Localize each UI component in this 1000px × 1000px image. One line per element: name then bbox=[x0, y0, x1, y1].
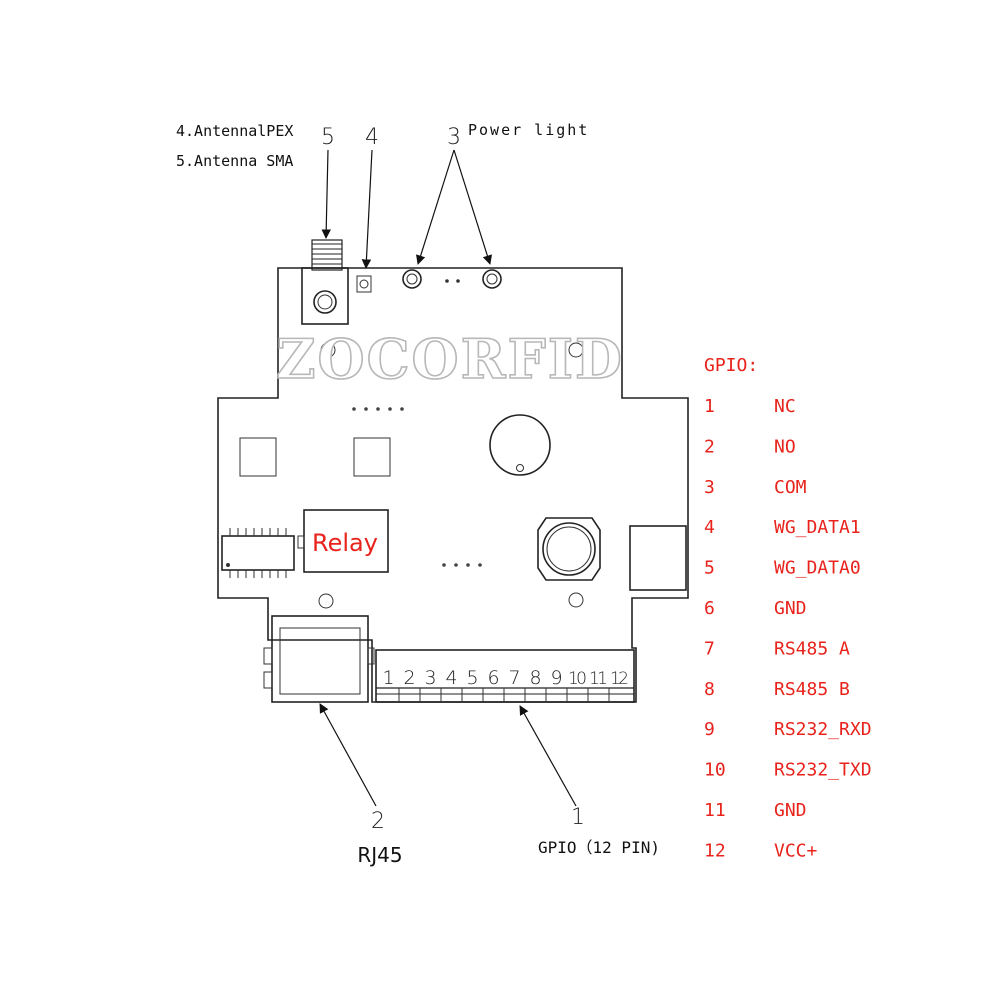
relay-label: Relay bbox=[312, 529, 378, 557]
relay-component bbox=[297, 509, 389, 573]
gpio-row: 5 WG_DATA0 bbox=[704, 558, 861, 579]
arrow-1 bbox=[519, 705, 577, 807]
terminal-number-9: 9 bbox=[550, 667, 562, 689]
callout-2: 2 bbox=[371, 809, 385, 834]
pad-row-middle bbox=[442, 563, 482, 567]
gpio-pin-number: 9 bbox=[704, 719, 715, 740]
antenna-sma-label: 5.Antenna SMA bbox=[176, 152, 293, 170]
arrow-4 bbox=[361, 149, 373, 269]
gpio-pin-number: 5 bbox=[704, 558, 715, 579]
gpio-pin-name: GND bbox=[774, 800, 807, 821]
terminal-number-5: 5 bbox=[466, 667, 478, 689]
power-light-label: Power light bbox=[468, 121, 589, 139]
arrow-3b bbox=[453, 149, 492, 265]
gpio-pin-number: 11 bbox=[704, 800, 726, 821]
mounting-holes bbox=[318, 342, 584, 609]
gpio-row: 4 WG_DATA1 bbox=[704, 517, 861, 538]
board-outline bbox=[217, 267, 689, 703]
ipex-connector bbox=[356, 275, 372, 293]
gpio-pin-number: 4 bbox=[704, 517, 715, 538]
arrow-5 bbox=[321, 149, 331, 239]
square-pad-left bbox=[239, 437, 277, 477]
terminal-number-4: 4 bbox=[445, 667, 457, 689]
terminal-number-8: 8 bbox=[529, 667, 541, 689]
gpio-pin-name: WG_DATA0 bbox=[774, 558, 861, 579]
callout-5: 5 bbox=[321, 125, 335, 150]
gpio-pin-name: NO bbox=[774, 436, 796, 457]
gpio-pin-name: RS232_RXD bbox=[774, 719, 872, 740]
callout-1: 1 bbox=[571, 805, 585, 830]
terminal-number-12: 12 bbox=[610, 669, 629, 689]
gpio-pin-number: 2 bbox=[704, 436, 715, 457]
rj45-caption: RJ45 bbox=[357, 843, 402, 867]
gpio-row: 7 RS485 A bbox=[704, 638, 850, 659]
terminal-number-3: 3 bbox=[424, 667, 436, 689]
terminal-number-6: 6 bbox=[487, 667, 499, 689]
gpio-row: 9 RS232_RXD bbox=[704, 719, 872, 740]
sma-antenna-connector bbox=[301, 239, 349, 325]
rj45-jack bbox=[263, 615, 375, 703]
terminal-number-1: 1 bbox=[382, 667, 394, 689]
arrow-2 bbox=[319, 703, 377, 807]
power-lights bbox=[402, 269, 502, 289]
gpio-row: 10 RS232_TXD bbox=[704, 760, 872, 781]
terminal-number-7: 7 bbox=[508, 667, 520, 689]
terminal-number-11: 11 bbox=[589, 669, 608, 689]
gpio-row: 8 RS485 B bbox=[704, 679, 850, 700]
antenna-ipex-label: 4.AntennalPEX bbox=[176, 122, 293, 140]
square-pad-center bbox=[353, 437, 391, 477]
callout-3: 3 bbox=[447, 125, 461, 150]
gpio-pin-number: 3 bbox=[704, 477, 715, 498]
gpio-pin-number: 8 bbox=[704, 679, 715, 700]
gpio-pin-name: WG_DATA1 bbox=[774, 517, 861, 538]
brand-watermark: ZOCORFID bbox=[276, 327, 624, 391]
gpio-pin-name: RS485 A bbox=[774, 638, 850, 659]
buzzer bbox=[489, 414, 551, 476]
gpio-pin-number: 10 bbox=[704, 760, 726, 781]
terminal-number-10: 10 bbox=[568, 669, 587, 689]
gpio-row: 6 GND bbox=[704, 598, 807, 619]
arrow-3a bbox=[416, 149, 455, 265]
gpio-pin-number: 12 bbox=[704, 840, 726, 861]
pad-row-top bbox=[352, 407, 404, 411]
gpio-row: 3 COM bbox=[704, 477, 807, 498]
gpio-pin-name: RS232_TXD bbox=[774, 760, 872, 781]
gpio-row: 12 VCC+ bbox=[704, 840, 818, 861]
terminal-number-2: 2 bbox=[403, 667, 415, 689]
gpio-pin-name: NC bbox=[774, 396, 796, 417]
gpio-pin-number: 1 bbox=[704, 396, 715, 417]
gpio-pin-number: 6 bbox=[704, 598, 715, 619]
ic-chip bbox=[221, 528, 295, 578]
gpio-row: 1 NC bbox=[704, 396, 796, 417]
gpio-pin-name: GND bbox=[774, 598, 807, 619]
leader-arrows bbox=[319, 149, 577, 807]
gpio-row: 11 GND bbox=[704, 800, 807, 821]
coil-component bbox=[537, 517, 601, 581]
gpio-caption: GPIO（12 PIN) bbox=[538, 838, 660, 857]
gpio-pin-name: VCC+ bbox=[774, 840, 818, 861]
callout-4: 4 bbox=[365, 125, 379, 150]
gpio-pin-name: RS485 B bbox=[774, 679, 850, 700]
gpio-row: 2 NO bbox=[704, 436, 796, 457]
side-component bbox=[629, 525, 687, 591]
gpio-table-title: GPIO: bbox=[704, 355, 758, 376]
gpio-pin-name: COM bbox=[774, 477, 807, 498]
gpio-pin-number: 7 bbox=[704, 638, 715, 659]
